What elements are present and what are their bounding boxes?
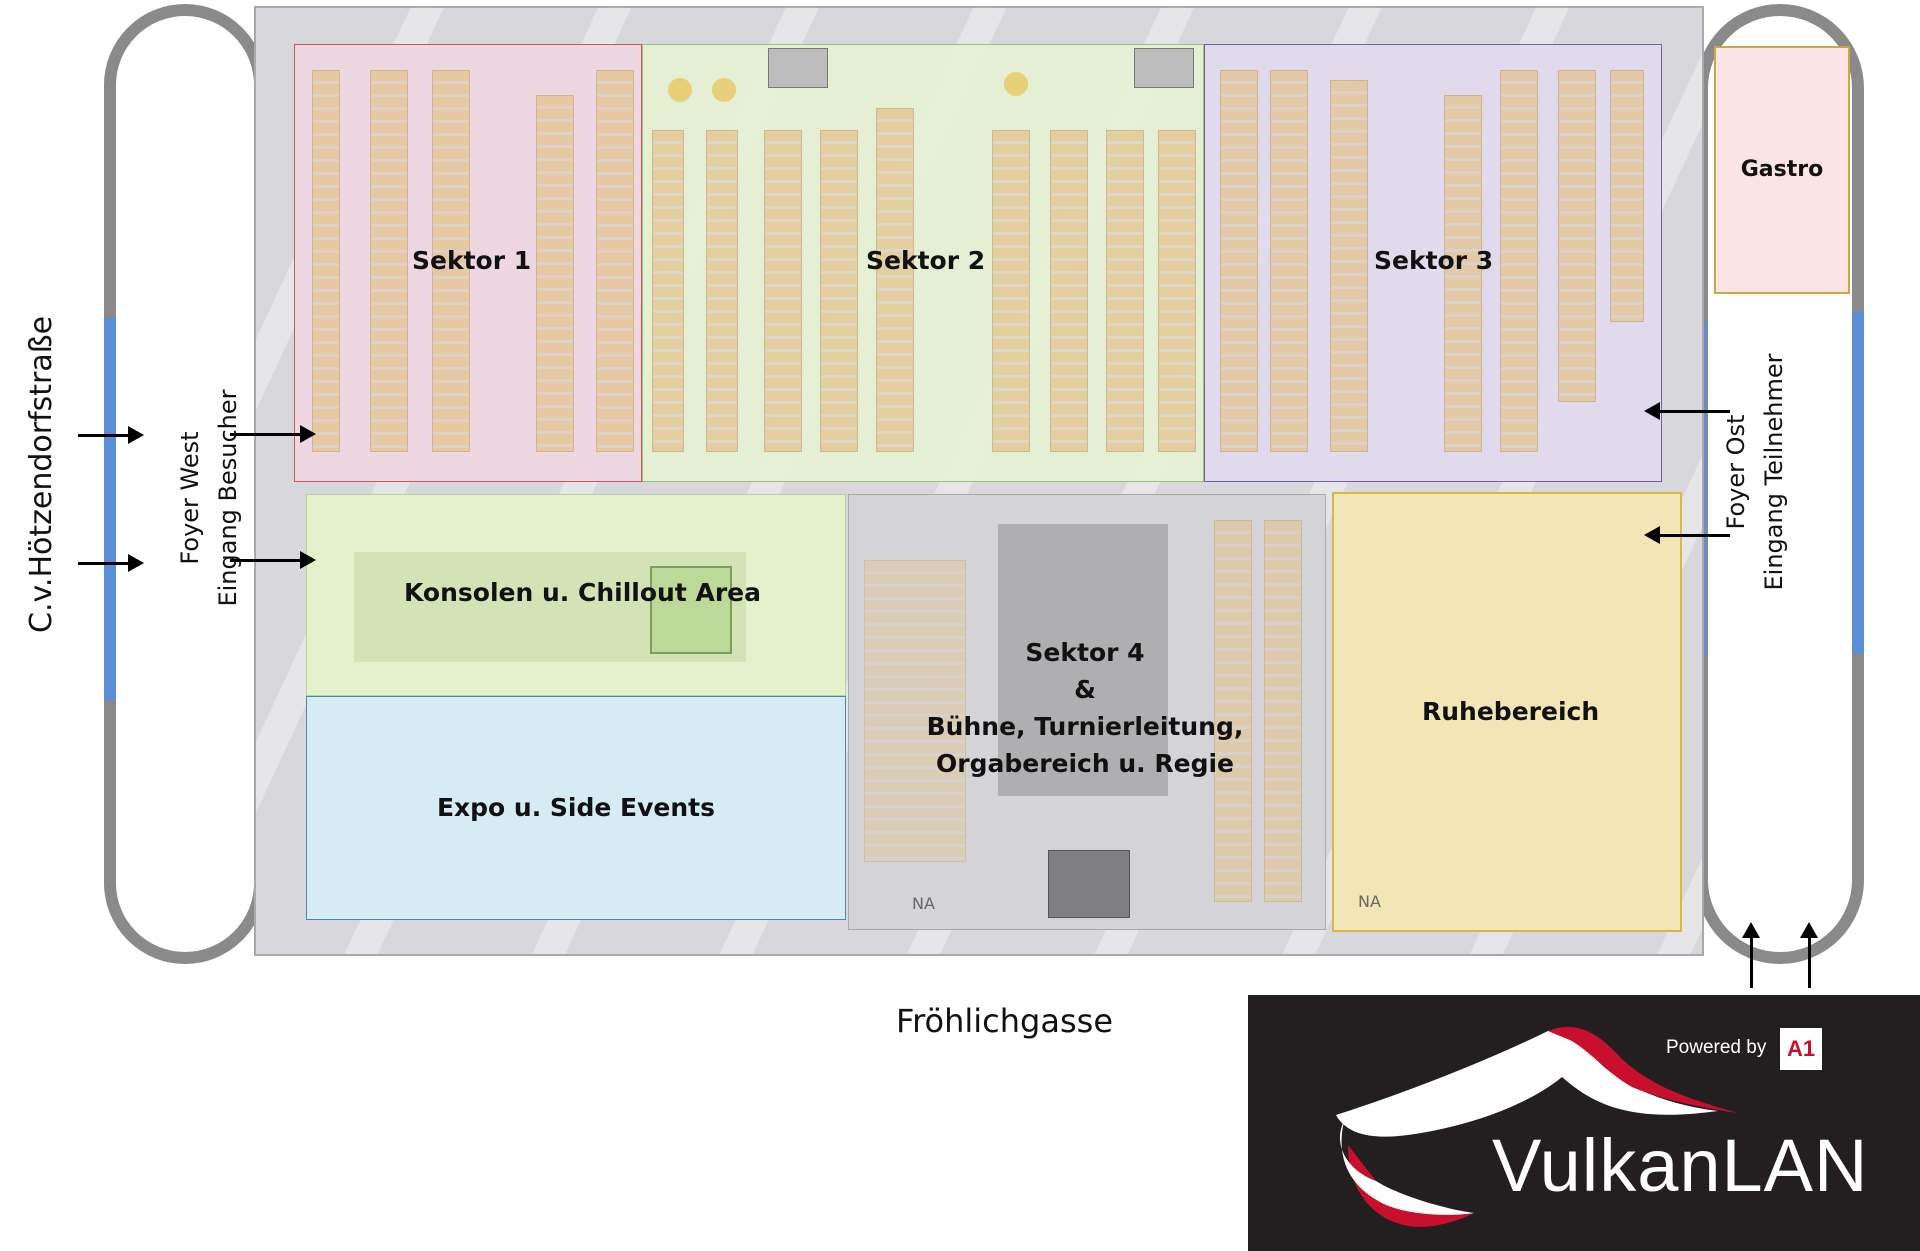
- sektor-4-label-group: Sektor 4 & Bühne, Turnierleitung, Orgabe…: [900, 634, 1270, 782]
- sektor-4-title: Sektor 4: [1025, 638, 1145, 667]
- seat-rows-sektor-1b: [370, 70, 408, 452]
- zone-label-expo: Expo u. Side Events: [436, 793, 716, 822]
- seat-rows-sektor-1c: [432, 70, 470, 452]
- arrow-right-icon: [230, 425, 316, 443]
- arrow-left-icon: [1644, 402, 1730, 420]
- zone-ruhebereich: [1332, 492, 1682, 932]
- vulkanlan-wordmark: VulkanLAN: [1492, 1124, 1869, 1207]
- stage-area: [998, 524, 1168, 796]
- seat-rows-sektor-4c: [1264, 520, 1302, 902]
- a1-sponsor-text: A1: [1786, 1036, 1816, 1061]
- sektor-4-line-3: Bühne, Turnierleitung,: [926, 712, 1244, 741]
- server-rack-2: [1134, 48, 1194, 88]
- foyer-west-label: Foyer West Eingang Besucher: [171, 363, 251, 633]
- arrow-right-icon: [78, 426, 144, 444]
- na-marker-2: NA: [1358, 892, 1381, 911]
- seat-rows-sektor-2d: [820, 130, 858, 452]
- chillout-square: [650, 566, 732, 654]
- table-round-1: [668, 78, 692, 102]
- seat-rows-sektor-3b: [1270, 70, 1308, 452]
- seat-rows-sektor-3c: [1330, 80, 1368, 452]
- vulkanlan-swoosh-icon: [1336, 1026, 1738, 1227]
- seat-rows-sektor-2g: [1050, 130, 1088, 452]
- seat-rows-sektor-4b: [1214, 520, 1252, 902]
- foyer-west-line-1: Foyer West: [176, 431, 204, 565]
- na-marker-1: NA: [912, 894, 935, 913]
- seat-rows-sektor-1a: [312, 70, 340, 452]
- foyer-east-line-2: Eingang Teilnehmer: [1760, 353, 1788, 591]
- seat-rows-sektor-2h: [1106, 130, 1144, 452]
- table-round-3: [1004, 72, 1028, 96]
- zone-label-konsolen-chillout: Konsolen u. Chillout Area: [404, 578, 761, 607]
- east-entrance-marker: [1852, 312, 1864, 654]
- server-rack-1: [768, 48, 828, 88]
- arrow-up-icon: [1742, 922, 1760, 988]
- arrow-up-icon: [1800, 922, 1818, 988]
- arrow-left-icon: [1644, 526, 1730, 544]
- powered-by-text: Powered by: [1666, 1037, 1767, 1058]
- arrow-right-icon: [78, 554, 144, 572]
- seat-rows-sektor-4a: [864, 560, 966, 862]
- table-round-2: [712, 78, 736, 102]
- seat-rows-sektor-3g: [1610, 70, 1644, 322]
- seat-rows-sektor-2f: [992, 130, 1030, 452]
- arrow-right-icon: [230, 551, 316, 569]
- zone-label-sektor-3: Sektor 3: [1374, 246, 1494, 275]
- zone-label-gastro: Gastro: [1740, 157, 1824, 182]
- sektor-4-line-4: Orgabereich u. Regie: [936, 749, 1234, 778]
- regie-box: [1048, 850, 1130, 918]
- zone-label-sektor-1: Sektor 1: [412, 246, 532, 275]
- seat-rows-sektor-3e: [1500, 70, 1538, 452]
- foyer-east-line-1: Foyer Ost: [1722, 414, 1750, 530]
- seat-rows-sektor-2c: [764, 130, 802, 452]
- foyer-east-label: Foyer Ost Eingang Teilnehmer: [1717, 337, 1797, 607]
- seat-rows-sektor-2i: [1158, 130, 1196, 452]
- foyer-west-line-2: Eingang Besucher: [214, 389, 242, 607]
- zone-label-ruhebereich: Ruhebereich: [1422, 697, 1600, 726]
- zone-label-sektor-2: Sektor 2: [866, 246, 986, 275]
- a1-sponsor-badge: A1: [1780, 1028, 1822, 1070]
- zone-expo-side-events: Expo u. Side Events: [306, 696, 846, 920]
- west-entrance-marker: [104, 318, 116, 700]
- vulkanlan-logo-panel: Powered by A1 VulkanLAN: [1248, 995, 1920, 1251]
- street-label-west: C.v.Hötzendorfstraße: [24, 315, 59, 633]
- seat-rows-sektor-3a: [1220, 70, 1258, 452]
- seat-rows-sektor-2b: [706, 130, 738, 452]
- seat-rows-sektor-2e: [876, 108, 914, 452]
- seat-rows-sektor-1d: [536, 95, 574, 452]
- seat-rows-sektor-2a: [652, 130, 684, 452]
- sektor-4-ampersand: &: [1074, 675, 1096, 704]
- seat-rows-sektor-3f: [1558, 70, 1596, 402]
- seat-rows-sektor-1e: [596, 70, 634, 452]
- seat-rows-sektor-3d: [1444, 95, 1482, 452]
- zone-gastro: Gastro: [1714, 46, 1850, 294]
- street-label-south: Fröhlichgasse: [896, 1002, 1113, 1040]
